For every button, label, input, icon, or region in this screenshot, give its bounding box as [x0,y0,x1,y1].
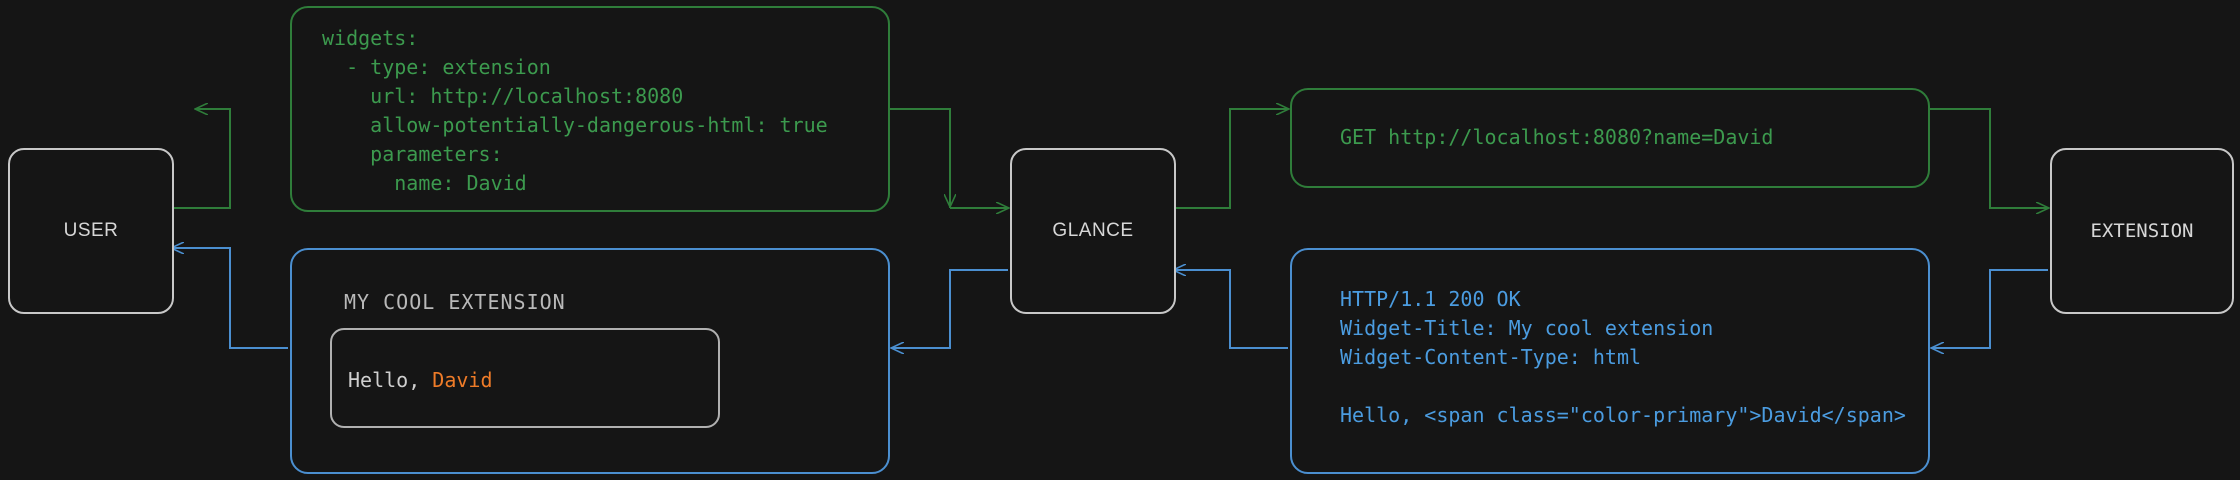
node-extension[interactable]: EXTENSION [2050,148,2234,314]
node-glance[interactable]: GLANCE [1010,148,1176,314]
widget-greeting-prefix: Hello, [348,368,433,392]
edge-widget-to-user [172,248,288,349]
node-user[interactable]: USER [8,148,174,314]
config-box [290,6,890,212]
request-box-text: GET http://localhost:8080?name=David [1340,125,1774,149]
edge-user-to-config [170,108,231,209]
response-box [1290,248,1930,474]
edge-glance-to-request [1172,109,1288,209]
edge-response-to-glance [1174,270,1288,349]
edge-config-to-glance [890,108,951,208]
response-box-text: HTTP/1.1 200 OK Widget-Title: My cool ex… [1340,287,1906,427]
widget-preview-content-frame [330,328,720,428]
edge-request-to-extension [1930,108,2048,208]
node-extension-label: EXTENSION [2090,220,2194,242]
widget-preview-title: MY COOL EXTENSION [344,290,566,314]
config-box-text: widgets: - type: extension url: http://l… [322,26,828,195]
widget-greeting-name: David [432,368,493,392]
request-box [1290,88,1930,188]
node-user-label: USER [63,220,119,241]
node-glance-label: GLANCE [1052,220,1134,241]
edge-glance-to-widget [892,269,1008,348]
edge-extension-to-response [1932,269,2048,348]
widget-preview-greeting: Hello, David [348,368,493,392]
